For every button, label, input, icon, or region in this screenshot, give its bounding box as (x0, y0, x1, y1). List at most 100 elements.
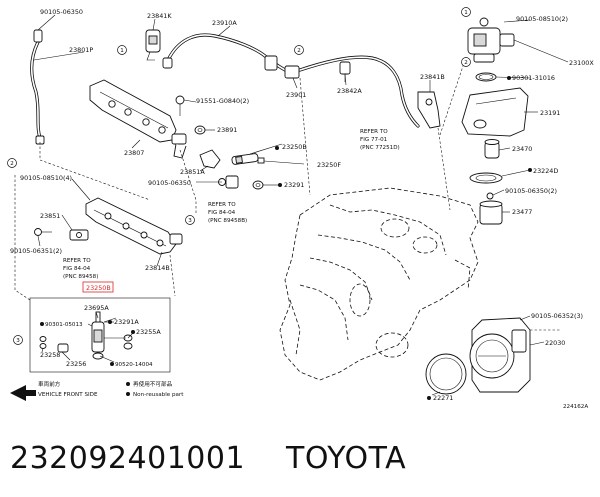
svg-text:(PNC 89458B): (PNC 89458B) (208, 218, 247, 224)
label-23851: 23851 (40, 212, 60, 220)
part-labels: 90105-06350 23841K 23910A 23801P 91551-G… (10, 8, 594, 402)
bolt-90105-06350 (218, 175, 239, 189)
label-23842a: 23842A (337, 87, 362, 95)
refer-note-77-01: REFER TO FIG 77-01 (PNC 77251D) (360, 129, 400, 151)
svg-text:2: 2 (464, 60, 468, 66)
caption: 232092401001 TOYOTA (10, 441, 406, 476)
label-22271: 22271 (433, 394, 453, 402)
svg-text:FIG 84-04: FIG 84-04 (63, 266, 91, 272)
svg-text:3: 3 (188, 218, 192, 224)
bolt-90105-06351 (34, 228, 52, 236)
leader-lines (14, 59, 560, 331)
label-23814b: 23814B (145, 264, 170, 272)
label-23801p: 23801P (69, 46, 93, 54)
svg-text:2: 2 (297, 48, 301, 54)
label-90301-31016: 90301-31016 (512, 74, 555, 82)
nonreusable-markers (40, 76, 532, 400)
label-90520: 90520-14004 (115, 362, 153, 368)
label-90105-06350-tl: 90105-06350 (40, 8, 83, 16)
label-23470: 23470 (512, 145, 532, 153)
bracket-23191 (461, 87, 529, 137)
caption-part-number: 232092401001 (10, 441, 245, 476)
label-90105-06350-m: 90105-06350 (148, 179, 191, 187)
label-23255a: 23255A (136, 328, 161, 336)
label-90105-08510-4: 90105-08510(4) (20, 174, 72, 182)
gasket-22271 (425, 353, 467, 395)
svg-text:1: 1 (464, 10, 468, 16)
bracket-23851 (69, 229, 89, 241)
label-23291a: 23291A (114, 318, 139, 326)
legend: 車両前方 VEHICLE FRONT SIDE 再使用不可部品 Non-reus… (10, 380, 184, 401)
injector-detail-box (29, 297, 171, 373)
gasket-23224d (469, 172, 503, 184)
label-23250b: 23250B (282, 143, 307, 151)
legend-nonreuse-jp: 再使用不可部品 (133, 380, 173, 388)
grommet-23891 (194, 125, 206, 135)
label-23191: 23191 (540, 109, 560, 117)
fuel-hose-23910a (162, 33, 287, 72)
label-90105-06352: 90105-06352(3) (531, 312, 583, 320)
label-23807: 23807 (124, 149, 144, 157)
label-90105-06350-2: 90105-06350(2) (505, 187, 557, 195)
callout-2-top: 2 (294, 45, 304, 55)
svg-text:REFER TO: REFER TO (360, 129, 388, 135)
label-23851a: 23851A (180, 168, 205, 176)
label-23695a: 23695A (84, 304, 109, 312)
svg-text:(PNC 77251D): (PNC 77251D) (360, 145, 400, 151)
housing-23477 (479, 200, 503, 225)
label-23258: 23258 (40, 351, 60, 359)
bolt-90105-06350-2 (486, 192, 494, 200)
caption-brand: TOYOTA (285, 441, 406, 476)
refer-note-84-04-b: REFER TO FIG 84-04 (PNC 89458B) (208, 202, 247, 224)
label-23100x: 23100X (569, 59, 594, 67)
label-91551: 91551-G0840(2) (196, 97, 249, 105)
label-23891: 23891 (217, 126, 237, 134)
figure-id: 224162A (563, 404, 588, 410)
svg-text:FIG 84-04: FIG 84-04 (208, 210, 236, 216)
fuel-hose-23801p (30, 29, 45, 145)
fuel-rail-23814b (85, 197, 183, 255)
fuel-rail-23807 (89, 79, 187, 159)
clamp-23842a (339, 61, 351, 82)
fuel-hose-23901 (284, 55, 420, 128)
label-90105-06351: 90105-06351(2) (10, 247, 62, 255)
fuel-pump-23100x (467, 17, 515, 63)
engine-block-outline (279, 187, 479, 381)
svg-text:REFER TO: REFER TO (208, 202, 236, 208)
svg-text:3: 3 (16, 338, 20, 344)
oring-90301-31016 (475, 72, 497, 82)
label-23250f: 23250F (317, 161, 341, 169)
label-23841b: 23841B (420, 73, 445, 81)
svg-text:FIG 77-01: FIG 77-01 (360, 137, 388, 143)
svg-text:1: 1 (120, 48, 124, 54)
label-23910a: 23910A (212, 19, 237, 27)
svg-text:2: 2 (10, 161, 14, 167)
label-23477: 23477 (512, 208, 532, 216)
legend-front-en: VEHICLE FRONT SIDE (38, 392, 98, 398)
label-23901: 23901 (286, 91, 306, 99)
callout-1-right: 1 (461, 7, 471, 17)
label-23291: 23291 (284, 181, 304, 189)
label-23256: 23256 (66, 360, 86, 368)
label-90105-08510-2: 90105-08510(2) (516, 15, 568, 23)
nonreusable-bullet-icon-2 (126, 392, 130, 396)
bolt-91551 (175, 95, 185, 116)
legend-nonreuse-en: Non-reusable part (133, 392, 184, 398)
label-leaders (33, 14, 569, 396)
callout-1-top: 1 (117, 45, 127, 55)
svg-text:REFER TO: REFER TO (63, 258, 91, 264)
lifter-23470 (484, 139, 500, 159)
injector-23250f (231, 153, 265, 165)
callout-3-left: 3 (13, 335, 23, 345)
vehicle-front-arrow-icon (10, 385, 36, 401)
label-22030: 22030 (545, 339, 565, 347)
seal-23291 (252, 180, 264, 190)
refer-note-84-04: REFER TO FIG 84-04 (PNC 89458) (63, 258, 98, 280)
callout-2-left: 2 (7, 158, 17, 168)
nonreusable-bullet-icon (126, 382, 130, 386)
bracket-23851a (199, 149, 221, 169)
connector-23841k (145, 29, 161, 61)
bracket-23841b (417, 91, 441, 129)
svg-text:23250B: 23250B (86, 284, 111, 292)
